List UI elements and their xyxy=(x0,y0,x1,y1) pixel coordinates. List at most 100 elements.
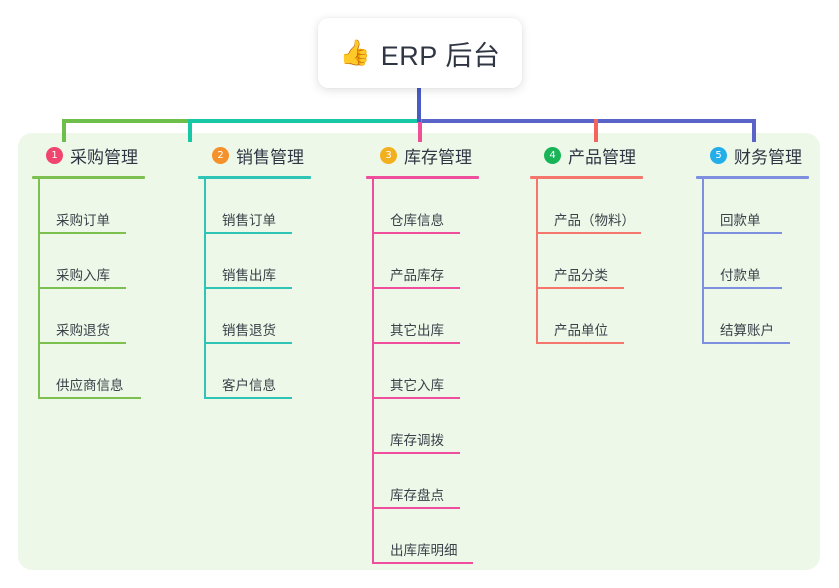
item-underline xyxy=(372,562,473,564)
rail-green xyxy=(62,119,188,123)
rail-teal xyxy=(188,119,418,123)
column-title-4: 产品管理 xyxy=(568,147,636,167)
item-spine xyxy=(536,289,538,344)
list-item[interactable]: 库存盘点 xyxy=(366,454,479,509)
column-title-2: 销售管理 xyxy=(236,147,304,167)
item-underline xyxy=(372,232,460,234)
list-item[interactable]: 供应商信息 xyxy=(32,344,145,399)
list-item-label: 其它入库 xyxy=(390,378,444,393)
item-underline xyxy=(204,397,292,399)
list-item-label: 产品分类 xyxy=(554,268,608,283)
item-underline xyxy=(702,342,790,344)
item-underline xyxy=(536,232,641,234)
column-rule-5 xyxy=(696,176,809,179)
item-underline xyxy=(536,342,624,344)
list-item-label: 采购入库 xyxy=(56,268,110,283)
list-item[interactable]: 出库库明细 xyxy=(366,509,479,564)
item-underline xyxy=(38,397,141,399)
column-items-3: 仓库信息产品库存其它出库其它入库库存调拨库存盘点出库库明细 xyxy=(366,179,479,564)
list-item[interactable]: 产品库存 xyxy=(366,234,479,289)
item-spine xyxy=(702,234,704,289)
item-spine xyxy=(372,289,374,344)
column-header-5[interactable]: 5 财务管理 xyxy=(696,142,809,168)
column-badge-3: 3 xyxy=(380,146,397,164)
item-spine xyxy=(372,509,374,564)
item-underline xyxy=(38,232,126,234)
column-items-1: 采购订单采购入库采购退货供应商信息 xyxy=(32,179,145,399)
column-badge-2: 2 xyxy=(212,146,229,164)
list-item[interactable]: 采购退货 xyxy=(32,289,145,344)
list-item[interactable]: 销售出库 xyxy=(198,234,311,289)
list-item-label: 销售出库 xyxy=(222,268,276,283)
list-item-label: 产品单位 xyxy=(554,323,608,338)
column-items-4: 产品（物料） 产品分类产品单位 xyxy=(530,179,643,344)
column-badge-5: 5 xyxy=(710,146,727,164)
column-header-2[interactable]: 2 销售管理 xyxy=(198,142,311,168)
list-item[interactable]: 其它出库 xyxy=(366,289,479,344)
column-title-1: 采购管理 xyxy=(70,147,138,167)
column-items-2: 销售订单销售出库销售退货客户信息 xyxy=(198,179,311,399)
list-item-label: 客户信息 xyxy=(222,378,276,393)
list-item-label: 采购退货 xyxy=(56,323,110,338)
list-item[interactable]: 其它入库 xyxy=(366,344,479,399)
column-5: 5 财务管理回款单付款单结算账户 xyxy=(696,142,809,344)
root-node-card[interactable]: 👍 ERP 后台 xyxy=(318,18,522,88)
list-item[interactable]: 结算账户 xyxy=(696,289,809,344)
connector-trunk xyxy=(417,88,421,122)
list-item[interactable]: 产品分类 xyxy=(530,234,643,289)
diagram-panel xyxy=(18,133,820,570)
list-item-label: 仓库信息 xyxy=(390,213,444,228)
thumbs-up-icon: 👍 xyxy=(339,38,371,67)
list-item[interactable]: 采购入库 xyxy=(32,234,145,289)
column-2: 2 销售管理销售订单销售出库销售退货客户信息 xyxy=(198,142,311,399)
list-item[interactable]: 库存调拨 xyxy=(366,399,479,454)
list-item-label: 销售订单 xyxy=(222,213,276,228)
item-spine xyxy=(372,454,374,509)
list-item[interactable]: 仓库信息 xyxy=(366,179,479,234)
column-title-3: 库存管理 xyxy=(404,147,472,167)
list-item[interactable]: 客户信息 xyxy=(198,344,311,399)
item-spine xyxy=(38,234,40,289)
item-spine xyxy=(702,179,704,234)
item-spine xyxy=(204,344,206,399)
drop-3 xyxy=(418,119,422,142)
list-item[interactable]: 销售退货 xyxy=(198,289,311,344)
item-spine xyxy=(38,344,40,399)
list-item-label: 其它出库 xyxy=(390,323,444,338)
list-item-label: 库存盘点 xyxy=(390,488,444,503)
list-item[interactable]: 产品单位 xyxy=(530,289,643,344)
item-underline xyxy=(536,287,624,289)
item-spine xyxy=(702,289,704,344)
list-item[interactable]: 产品（物料） xyxy=(530,179,643,234)
list-item-label: 回款单 xyxy=(720,213,761,228)
list-item-label: 销售退货 xyxy=(222,323,276,338)
item-underline xyxy=(702,232,782,234)
column-title-5: 财务管理 xyxy=(734,147,802,167)
item-spine xyxy=(204,179,206,234)
list-item-label: 供应商信息 xyxy=(56,378,124,393)
item-underline xyxy=(38,287,126,289)
list-item[interactable]: 采购订单 xyxy=(32,179,145,234)
list-item-label: 产品（物料） xyxy=(554,213,635,228)
item-underline xyxy=(204,232,292,234)
item-underline xyxy=(372,287,460,289)
column-rule-3 xyxy=(366,176,479,179)
column-rule-1 xyxy=(32,176,145,179)
column-3: 3 库存管理仓库信息产品库存其它出库其它入库库存调拨库存盘点出库库明细 xyxy=(366,142,479,564)
item-spine xyxy=(204,234,206,289)
rail-blue xyxy=(418,119,756,123)
item-underline xyxy=(372,342,460,344)
item-spine xyxy=(372,179,374,234)
list-item[interactable]: 销售订单 xyxy=(198,179,311,234)
item-spine xyxy=(372,234,374,289)
list-item[interactable]: 回款单 xyxy=(696,179,809,234)
item-underline xyxy=(702,287,782,289)
root-node-title: ERP 后台 xyxy=(380,40,501,71)
column-header-3[interactable]: 3 库存管理 xyxy=(366,142,479,168)
list-item[interactable]: 付款单 xyxy=(696,234,809,289)
item-underline xyxy=(204,342,292,344)
